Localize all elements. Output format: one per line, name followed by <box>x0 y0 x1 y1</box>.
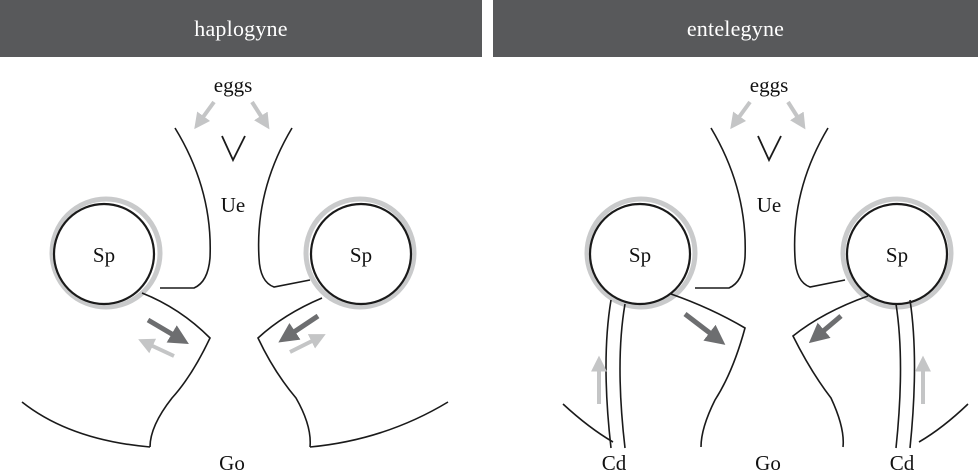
label-ue: Ue <box>221 193 246 217</box>
dark-arrow <box>685 314 719 340</box>
label-sp-left: Sp <box>629 243 651 267</box>
atrium-wall-left <box>142 293 210 447</box>
dark-arrow <box>815 316 841 338</box>
entelegyne-diagram: eggs Ue Sp Sp Go Cd Cd <box>493 0 978 474</box>
atrium-wall-right <box>793 296 868 447</box>
label-cd-left: Cd <box>602 451 627 474</box>
copulatory-duct-right <box>910 300 915 448</box>
v-mark <box>758 136 781 160</box>
uterus-wall-left <box>695 128 745 288</box>
egg-arrow <box>734 102 750 124</box>
label-eggs: eggs <box>750 73 789 97</box>
copulatory-duct-left <box>606 300 611 448</box>
light-arrow <box>144 342 174 356</box>
dark-arrow <box>285 316 318 338</box>
label-eggs: eggs <box>214 73 253 97</box>
haplogyne-panel: haplogyne <box>0 0 486 474</box>
label-sp-left: Sp <box>93 243 115 267</box>
body-wall <box>563 404 613 442</box>
egg-arrow <box>252 102 266 124</box>
egg-arrow <box>788 102 802 124</box>
dark-arrow <box>148 320 182 340</box>
label-cd-right: Cd <box>890 451 915 474</box>
copulatory-duct-left <box>620 304 625 448</box>
label-ue: Ue <box>757 193 782 217</box>
body-wall <box>919 404 968 442</box>
label-go: Go <box>755 451 781 474</box>
light-arrow <box>290 337 320 352</box>
haplogyne-diagram: eggs Ue Sp Sp Go <box>0 0 486 474</box>
atrium-wall-left <box>671 294 745 447</box>
v-mark <box>222 136 245 160</box>
label-sp-right: Sp <box>886 243 908 267</box>
label-go: Go <box>219 451 245 474</box>
uterus-wall-right <box>259 128 310 287</box>
label-sp-right: Sp <box>350 243 372 267</box>
egg-arrow <box>198 102 214 124</box>
uterus-wall-left <box>160 128 210 288</box>
body-wall <box>310 402 448 447</box>
copulatory-duct-right <box>896 304 901 448</box>
uterus-wall-right <box>795 128 845 287</box>
body-wall <box>22 402 150 447</box>
entelegyne-panel: entelegyne <box>493 0 978 474</box>
